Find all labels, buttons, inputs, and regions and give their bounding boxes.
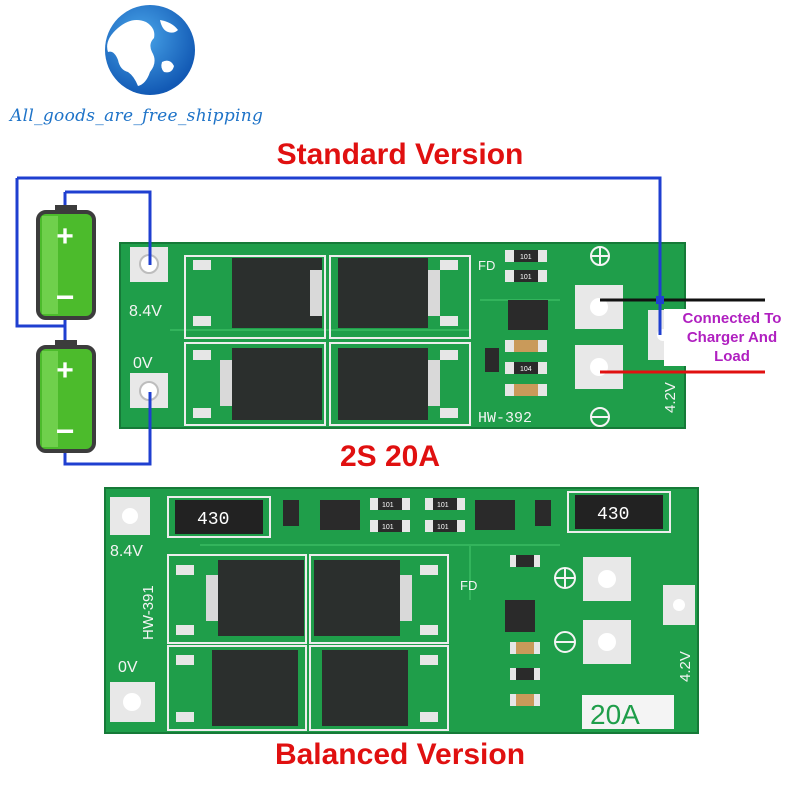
mosfet-7 <box>167 645 307 731</box>
top-label-fd: FD <box>478 258 495 273</box>
top-resistor-b: 104 <box>520 366 532 373</box>
model-title: 2S 20A <box>339 440 441 473</box>
bottom-pcb-board <box>104 487 699 734</box>
annotation-line-2: Charger And <box>686 329 778 346</box>
bottom-label-4-2v: 4.2V <box>677 651 694 682</box>
mosfet-6 <box>309 554 449 644</box>
top-resistor-a: 101 <box>520 254 532 261</box>
mosfet-8 <box>309 645 449 731</box>
bottom-resistor-3: 101 <box>437 502 449 509</box>
bottom-label-fd: FD <box>460 578 477 593</box>
balance-resistor-left-code: 430 <box>197 510 229 530</box>
top-label-model: HW-392 <box>478 410 532 427</box>
battery-1-minus: − <box>56 279 75 315</box>
bottom-resistor-4: 101 <box>437 524 449 531</box>
bottom-label-0v: 0V <box>118 659 138 676</box>
top-label-0v: 0V <box>133 355 153 372</box>
battery-2-minus: − <box>56 413 75 449</box>
wires <box>15 176 765 466</box>
mosfet-1 <box>184 255 326 339</box>
logo-text: All_goods_are_free_shipping <box>10 106 264 126</box>
top-pcb-board <box>119 242 686 429</box>
bottom-label-model: HW-391 <box>140 585 157 640</box>
top-label-4-2v: 4.2V <box>662 382 679 413</box>
battery-2 <box>36 340 96 453</box>
connection-annotation: Connected To Charger And Load <box>664 309 800 366</box>
battery-1 <box>36 205 96 320</box>
bottom-label-8-4v: 8.4V <box>110 543 143 560</box>
annotation-line-1: Connected To <box>682 310 782 327</box>
bottom-resistor-2: 101 <box>382 524 394 531</box>
annotation-line-3: Load <box>714 348 750 365</box>
balanced-version-title: Balanced Version <box>274 738 526 771</box>
battery-2-plus: + <box>56 354 74 387</box>
mosfet-4 <box>329 342 471 426</box>
battery-1-plus: + <box>56 220 74 253</box>
top-label-8-4v: 8.4V <box>129 303 162 320</box>
bottom-label-20a: 20A <box>590 699 640 730</box>
mosfet-5 <box>167 554 307 644</box>
top-resistor-c: 101 <box>520 274 532 281</box>
mosfet-2 <box>329 255 471 339</box>
standard-version-title: Standard Version <box>276 138 524 171</box>
mosfet-3 <box>184 342 326 426</box>
bottom-resistor-1: 101 <box>382 502 394 509</box>
balance-resistor-right-code: 430 <box>597 505 629 525</box>
